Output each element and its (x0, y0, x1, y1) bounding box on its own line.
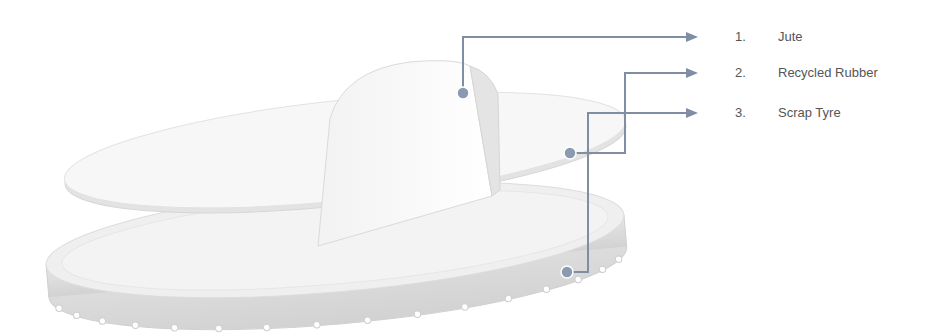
tread-bump (543, 286, 550, 293)
tread-bump (132, 322, 139, 329)
leader-dot (457, 87, 469, 99)
tread-bump (99, 318, 106, 325)
arrowhead (686, 68, 698, 78)
tread-bump (215, 325, 222, 332)
tread-bump (171, 324, 178, 331)
tread-bump (599, 266, 606, 273)
callout-number: 1. (735, 29, 746, 45)
callout-number: 3. (735, 105, 746, 121)
tread-bump (505, 295, 512, 302)
tread-bump (364, 317, 371, 324)
jute-strap (318, 61, 492, 246)
leader-dots (457, 87, 576, 278)
arrowhead (686, 108, 698, 118)
leader-dot (564, 147, 576, 159)
leader-dot (561, 266, 573, 278)
leader-arrowheads (686, 32, 698, 118)
leader-line (567, 113, 688, 272)
tread-bump (575, 276, 582, 283)
tread-bump (615, 256, 622, 263)
tread-bump (56, 305, 63, 312)
leader-lines (463, 37, 688, 272)
callout-number: 2. (735, 65, 746, 81)
tread-bump (461, 304, 468, 311)
part-name: Recycled Rubber (778, 65, 878, 81)
part-name: Jute (778, 29, 803, 45)
tread-bump (263, 324, 270, 331)
tread-bump (414, 311, 421, 318)
jute-strap-side (470, 66, 500, 196)
part-name: Scrap Tyre (778, 105, 841, 121)
tread-bump (313, 321, 320, 328)
tread-bump (73, 312, 80, 319)
leader-line (463, 37, 688, 93)
arrowhead (686, 32, 698, 42)
